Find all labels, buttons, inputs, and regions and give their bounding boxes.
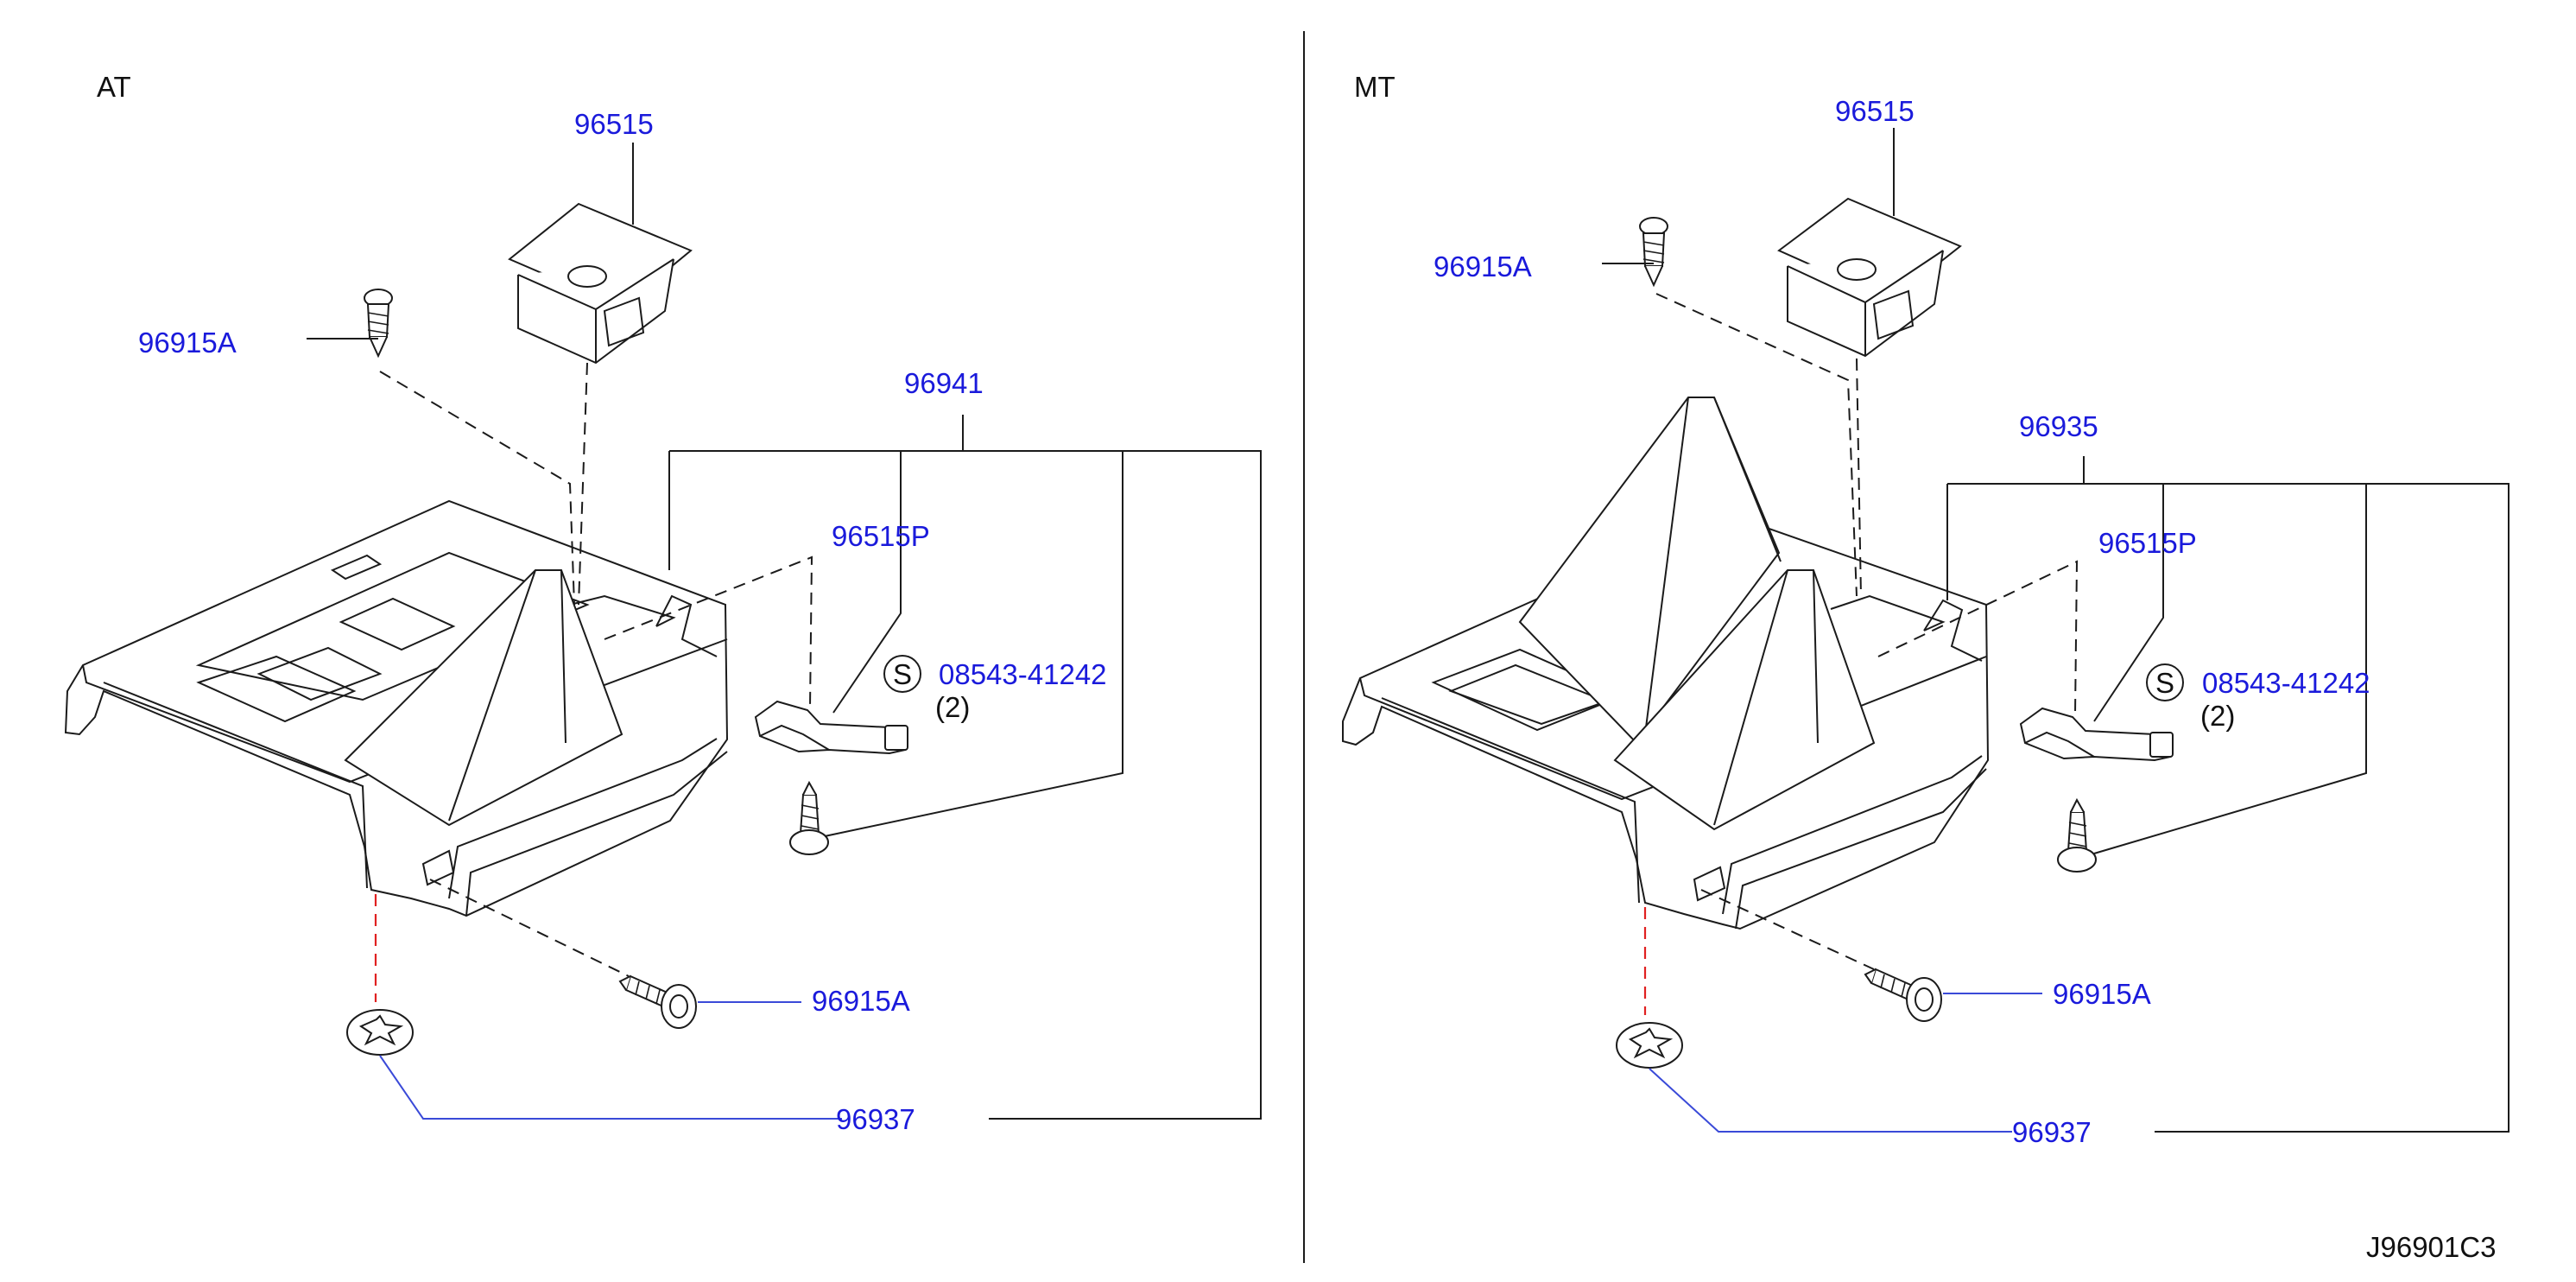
at-leader-clip xyxy=(379,1055,842,1120)
at-panel-title: AT xyxy=(97,71,131,103)
at-bracket-icon xyxy=(754,700,908,755)
at-ashtray xyxy=(508,202,693,365)
at-screw-bottom-icon xyxy=(618,974,697,1029)
mt-label-screw-bottom: 96915A xyxy=(2053,978,2151,1010)
at-dash-screw-top xyxy=(379,371,575,606)
mt-panel: MT xyxy=(1342,71,2510,1148)
at-panel: AT xyxy=(64,71,1262,1135)
mt-label-assembly: 96935 xyxy=(2019,410,2098,442)
mt-s-mark: S xyxy=(2155,667,2174,699)
mt-panel-title: MT xyxy=(1354,71,1396,103)
at-label-clip: 96937 xyxy=(836,1103,915,1135)
mt-dash-bracket xyxy=(1877,560,2079,716)
at-label-screw-top: 96915A xyxy=(138,327,237,359)
mt-label-screw-qty: (2) xyxy=(2200,700,2235,732)
mt-leader-clip xyxy=(1649,1068,2012,1133)
mt-clip-icon xyxy=(1616,1022,1683,1069)
mt-s-mark-circle xyxy=(2146,663,2184,701)
mt-leader-assembly xyxy=(1946,456,2510,1133)
mt-dash-screw-top xyxy=(1655,293,1858,597)
at-dash-screw-bottom xyxy=(429,879,630,977)
at-dash-bracket xyxy=(604,555,813,709)
at-s-mark: S xyxy=(893,658,912,690)
at-label-screw-bottom: 96915A xyxy=(812,985,910,1017)
at-clip-icon xyxy=(346,1009,414,1056)
mt-label-clip: 96937 xyxy=(2012,1116,2092,1148)
at-screw-mid-icon xyxy=(789,780,829,855)
at-shift-boot xyxy=(344,569,623,827)
at-label-screw-qty: (2) xyxy=(935,691,970,723)
at-label-assembly: 96941 xyxy=(904,367,984,399)
mt-ashtray xyxy=(1777,197,1962,358)
mt-shift-boot xyxy=(1518,397,1876,831)
mt-label-screw-code: 08543-41242 xyxy=(2202,667,2370,699)
mt-screw-top-icon xyxy=(1639,217,1668,288)
at-leader-assembly xyxy=(668,415,1262,1120)
mt-screw-bottom-icon xyxy=(1864,968,1942,1022)
at-screw-top-icon xyxy=(364,289,393,359)
at-label-bracket: 96515P xyxy=(832,520,930,552)
at-s-mark-circle xyxy=(883,655,921,693)
mt-label-screw-top: 96915A xyxy=(1434,251,1532,282)
mt-bracket-icon xyxy=(2019,707,2174,762)
mt-dash-screw-bottom xyxy=(1700,889,1875,970)
mt-label-bracket: 96515P xyxy=(2098,527,2197,559)
at-label-ashtray: 96515 xyxy=(574,108,654,140)
mt-screw-mid-icon xyxy=(2057,797,2097,873)
at-dash-ashtray xyxy=(578,362,588,606)
diagram-code: J96901C3 xyxy=(2366,1231,2496,1263)
at-label-screw-code: 08543-41242 xyxy=(939,658,1107,690)
mt-label-ashtray: 96515 xyxy=(1835,95,1915,127)
